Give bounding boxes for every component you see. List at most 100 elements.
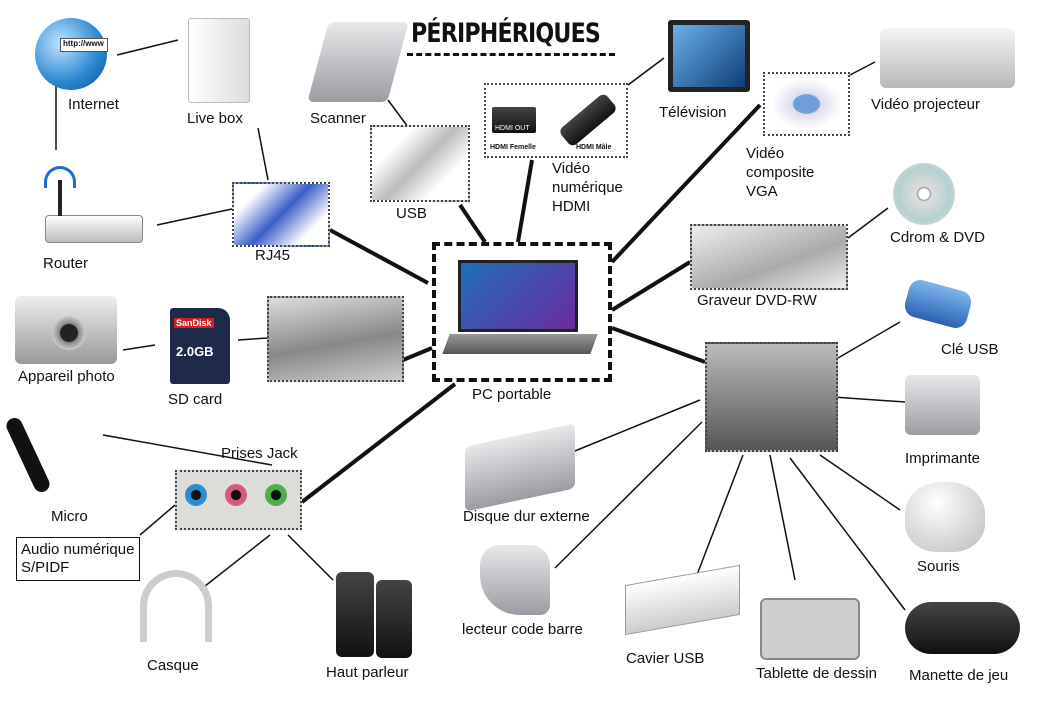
line-slot-pc — [402, 346, 433, 362]
line-sd-slot — [237, 337, 269, 341]
lecteur-image — [480, 545, 550, 615]
line-dvd-pc — [610, 260, 692, 312]
label-tablette: Tablette de dessin — [756, 665, 877, 682]
lens-icon — [52, 316, 86, 350]
line-micro-jack — [102, 434, 273, 466]
line-hdmi-pc — [516, 159, 534, 243]
livebox-image — [188, 18, 250, 103]
dvd-box — [690, 224, 848, 290]
line-pc-jack — [300, 382, 457, 504]
label-micro: Micro — [51, 508, 88, 525]
line-livebox-rj45 — [257, 127, 269, 181]
line-vga-pc — [610, 103, 762, 264]
router-antenna — [58, 180, 62, 216]
label-audio-2: S/PIDF — [21, 559, 70, 576]
label-disque: Disque dur externe — [463, 508, 590, 525]
line-hub-printer — [832, 396, 906, 403]
label-imprimante: Imprimante — [905, 450, 981, 467]
label-audio-1: Audio numérique — [21, 541, 135, 558]
hdmi-male-label: HDMI Mâle — [576, 144, 612, 151]
usb-box — [370, 125, 470, 202]
label-clavier: Cavier USB — [626, 650, 705, 667]
line-hub-manette — [789, 457, 906, 611]
line-pc-hub — [611, 326, 706, 364]
jack-blue-icon — [185, 484, 207, 506]
hdmi-port-image — [492, 107, 536, 133]
laptop-screen-image — [458, 260, 578, 332]
router-image — [45, 215, 143, 243]
vga-box — [763, 72, 850, 136]
label-appareil: Appareil photo — [18, 368, 115, 385]
sd-brand: SanDisk — [174, 318, 214, 328]
audio-numerique-box: Audio numérique S/PIDF — [16, 537, 140, 581]
laptop-base-image — [442, 334, 598, 354]
hdmi-femelle-label: HDMI Femelle — [490, 144, 536, 151]
wifi-icon — [44, 166, 76, 188]
label-internet: Internet — [68, 96, 119, 113]
line-internet-livebox — [116, 39, 179, 56]
label-cdrom: Cdrom & DVD — [890, 229, 986, 246]
label-jack: Prises Jack — [221, 445, 298, 462]
label-pc: PC portable — [472, 386, 552, 403]
jack-box — [175, 470, 302, 530]
line-jack-speakers — [287, 534, 334, 581]
jack-green-icon — [265, 484, 287, 506]
tablette-image — [760, 598, 860, 660]
casque-image — [140, 570, 212, 642]
line-jack-casque — [199, 534, 271, 591]
label-casque: Casque — [147, 657, 199, 674]
sd-size: 2.0GB — [176, 344, 214, 359]
label-hdmi-2: numérique — [552, 179, 623, 196]
cdrom-image — [893, 163, 955, 225]
line-hub-lecteur — [554, 421, 703, 569]
haut-parleur-left — [336, 572, 374, 657]
pc-portable-box — [432, 242, 612, 382]
line-hub-disque — [564, 399, 701, 456]
label-souris: Souris — [917, 558, 960, 575]
label-cle-usb: Clé USB — [941, 341, 999, 358]
line-vga-projector — [849, 61, 876, 76]
hdmi-box: HDMI OUT HDMI Femelle HDMI Mâle — [484, 83, 628, 158]
projector-image — [880, 28, 1015, 88]
label-manette: Manette de jeu — [909, 667, 1009, 684]
label-vga-1: Vidéo — [746, 145, 785, 162]
line-audio-jack — [139, 504, 176, 536]
sd-slot-box — [267, 296, 404, 382]
line-camera-sd — [122, 344, 156, 351]
label-hdmi-1: Vidéo — [552, 160, 591, 177]
label-rj45: RJ45 — [255, 247, 291, 264]
label-projecteur: Vidéo projecteur — [871, 96, 980, 113]
line-hdmi-tv — [627, 57, 665, 86]
label-lecteur: lecteur code barre — [462, 621, 583, 638]
rj45-box — [232, 182, 330, 247]
line-rj45-pc — [329, 228, 429, 285]
line-cdrom-dvd — [847, 207, 889, 239]
manette-image — [905, 602, 1020, 654]
label-vga-3: VGA — [746, 183, 778, 200]
title-underline — [407, 53, 615, 56]
usb-hub-box — [705, 342, 838, 452]
line-hub-cle — [837, 321, 901, 359]
url-badge: http://www — [60, 38, 108, 52]
line-router-rj45 — [156, 208, 233, 226]
label-sdcard: SD card — [168, 391, 223, 408]
hdmi-out-label: HDMI OUT — [495, 125, 530, 132]
line-hub-tablette — [769, 454, 796, 581]
label-vga-2: composite — [746, 164, 815, 181]
label-television: Télévision — [659, 104, 727, 121]
line-hub-clavier — [694, 454, 744, 581]
label-livebox: Live box — [187, 110, 243, 127]
label-haut-parleur: Haut parleur — [326, 664, 409, 681]
label-scanner: Scanner — [310, 110, 366, 127]
line-scanner-usb — [387, 99, 409, 128]
label-graveur: Graveur DVD-RW — [697, 292, 817, 309]
diagram-title: PÉRIPHÉRIQUES — [411, 18, 601, 49]
imprimante-image — [905, 375, 980, 435]
label-usb: USB — [396, 205, 427, 222]
sdcard-image: SanDisk 2.0GB — [170, 308, 230, 384]
hdmi-cable-image — [557, 92, 619, 148]
television-image — [668, 20, 750, 92]
haut-parleur-right — [376, 580, 412, 658]
